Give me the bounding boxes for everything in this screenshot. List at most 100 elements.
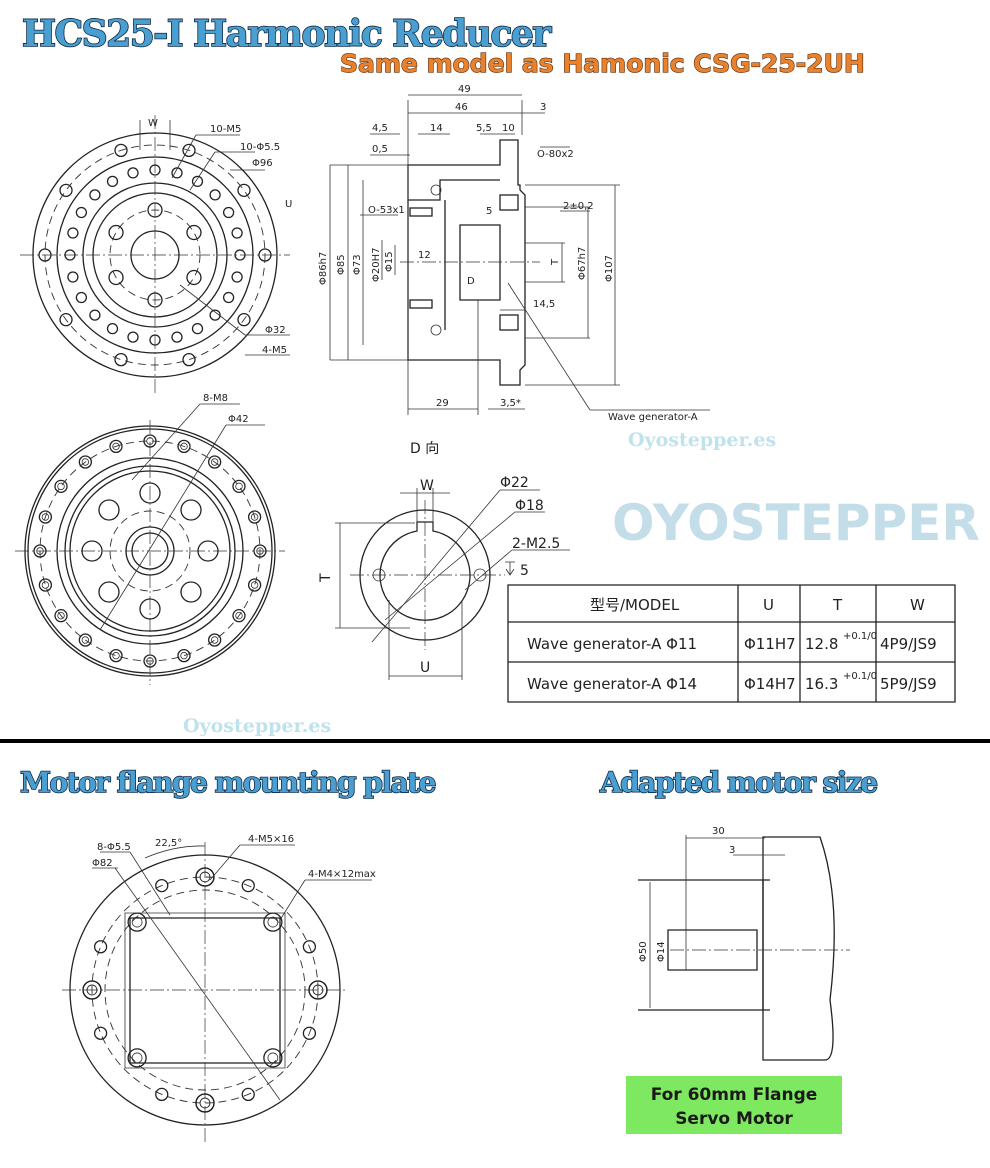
dim-0-5: 0,5 bbox=[372, 144, 388, 155]
flange-section-title: Motor flange mounting plate bbox=[20, 766, 436, 799]
bolt-hole bbox=[267, 1052, 279, 1064]
motor-badge-line1: For 60mm Flange bbox=[651, 1085, 818, 1105]
motor-drawing: 30 3 Φ50 Φ14 bbox=[638, 826, 850, 1061]
bolt-hole bbox=[127, 912, 147, 932]
table-header-model: 型号/MODEL bbox=[590, 596, 680, 614]
d-label-d22: Φ22 bbox=[500, 475, 529, 491]
dim-5-5: 5,5 bbox=[476, 123, 492, 134]
table-row: Wave generator-A Φ14 Φ14H7 16.3 +0.1/0 5… bbox=[527, 671, 937, 693]
bearing-ball bbox=[127, 331, 139, 343]
bolt-hole bbox=[114, 143, 128, 158]
bolt-hole bbox=[195, 1093, 215, 1113]
model-table: 型号/MODEL U T W Wave generator-A Φ11 Φ11H… bbox=[507, 584, 956, 703]
front-label-4-m5: 4-M5 bbox=[262, 345, 287, 356]
flange-label-d82: Φ82 bbox=[92, 858, 113, 869]
bearing-ball bbox=[127, 167, 139, 179]
bolt-hole bbox=[267, 916, 279, 928]
oring-80x2: O-80x2 bbox=[537, 149, 574, 160]
rear-label-d42: Φ42 bbox=[228, 414, 249, 425]
bolt-hole bbox=[78, 633, 92, 647]
d-view-title: D 向 bbox=[410, 441, 439, 457]
bearing-ball bbox=[171, 167, 183, 179]
bearing-ball bbox=[191, 322, 204, 335]
bolt-hole bbox=[81, 458, 90, 466]
row2-w: 5P9/JS9 bbox=[880, 675, 937, 693]
front-label-d32: Φ32 bbox=[265, 325, 286, 336]
d-view: D 向 W Φ22 Φ18 2-M2.5 5 T U bbox=[318, 441, 570, 680]
dim-46: 46 bbox=[455, 102, 468, 113]
bolt-hole bbox=[232, 609, 246, 623]
dim-d85: Φ85 bbox=[336, 254, 347, 275]
motor-dim-30: 30 bbox=[712, 826, 725, 837]
section-view: 49 46 3 4,5 14 5,5 10 0,5 O-80x2 O-53x1 … bbox=[318, 84, 710, 423]
motor-dim-d14: Φ14 bbox=[656, 941, 667, 962]
bearing-ball bbox=[149, 164, 161, 176]
dim-5: 5 bbox=[486, 206, 492, 217]
bolt-hole bbox=[36, 547, 44, 555]
bolt-hole bbox=[199, 871, 211, 883]
bolt-hole bbox=[195, 867, 215, 887]
bearing-ball bbox=[89, 189, 101, 201]
bearing-ball bbox=[64, 249, 76, 261]
bolt-hole bbox=[199, 1097, 211, 1109]
bolt-hole bbox=[54, 609, 68, 623]
bolt-hole bbox=[155, 878, 169, 893]
bearing-ball bbox=[75, 291, 88, 304]
dim-t: T bbox=[550, 258, 561, 266]
bolt-hole bbox=[114, 352, 128, 367]
bolt-hole bbox=[235, 611, 243, 620]
bolt-hole bbox=[127, 1048, 147, 1068]
bearing-ball bbox=[234, 249, 246, 261]
bolt-hole bbox=[312, 984, 324, 996]
dim-4-5: 4,5 bbox=[372, 123, 388, 134]
row2-u: Φ14H7 bbox=[744, 675, 796, 693]
bolt-hole bbox=[112, 442, 120, 451]
bolt-hole bbox=[241, 1087, 255, 1102]
front-label-u: U bbox=[285, 199, 292, 210]
d-label-t: T bbox=[318, 573, 334, 583]
row2-model: Wave generator-A Φ14 bbox=[527, 675, 697, 693]
front-label-10-m5: 10-M5 bbox=[210, 124, 241, 135]
bolt-hole bbox=[210, 636, 219, 644]
bolt-hole bbox=[38, 578, 53, 592]
front-view: W 10-M5 10-Φ5.5 Φ96 U Φ32 4-M5 bbox=[20, 115, 292, 395]
bolt-hole bbox=[38, 248, 52, 262]
bolt-hole bbox=[108, 224, 124, 241]
rear-view: 8-M8 Φ42 bbox=[15, 393, 285, 685]
bolt-hole bbox=[78, 455, 92, 469]
bolt-hole bbox=[180, 581, 202, 603]
bearing-ball bbox=[222, 291, 235, 304]
dim-d86h7: Φ86h7 bbox=[318, 252, 329, 285]
bolt-hole bbox=[237, 313, 251, 327]
bolt-hole bbox=[210, 458, 219, 466]
bolt-hole bbox=[109, 439, 123, 454]
bolt-hole bbox=[256, 547, 264, 555]
table-header-t: T bbox=[832, 596, 843, 614]
bearing-ball bbox=[209, 309, 221, 321]
bolt-hole bbox=[81, 636, 90, 644]
bolt-hole bbox=[109, 648, 123, 663]
bolt-hole bbox=[139, 482, 161, 504]
dim-3-5: 3,5* bbox=[500, 398, 521, 409]
bolt-hole bbox=[180, 651, 188, 660]
dim-10: 10 bbox=[502, 123, 515, 134]
table-header-u: U bbox=[763, 596, 774, 614]
bolt-hole bbox=[232, 479, 246, 493]
d-label-depth-5: 5 bbox=[520, 563, 529, 579]
section-divider bbox=[0, 739, 990, 743]
row1-w: 4P9/JS9 bbox=[880, 635, 937, 653]
watermark-big: OYOSTEPPER bbox=[612, 494, 980, 552]
bolt-hole bbox=[131, 916, 143, 928]
bolt-hole bbox=[147, 202, 163, 218]
bolt-hole bbox=[253, 544, 267, 558]
flange-label-angle: 22,5° bbox=[155, 838, 182, 849]
motor-dim-3: 3 bbox=[729, 845, 735, 856]
bolt-hole bbox=[208, 455, 222, 469]
bolt-hole bbox=[182, 143, 196, 158]
front-label-d96: Φ96 bbox=[252, 158, 273, 169]
bolt-hole bbox=[146, 437, 154, 445]
bolt-hole bbox=[250, 513, 259, 521]
bolt-hole bbox=[59, 183, 73, 197]
d-label-u: U bbox=[420, 660, 430, 676]
bearing-ball bbox=[89, 309, 101, 321]
